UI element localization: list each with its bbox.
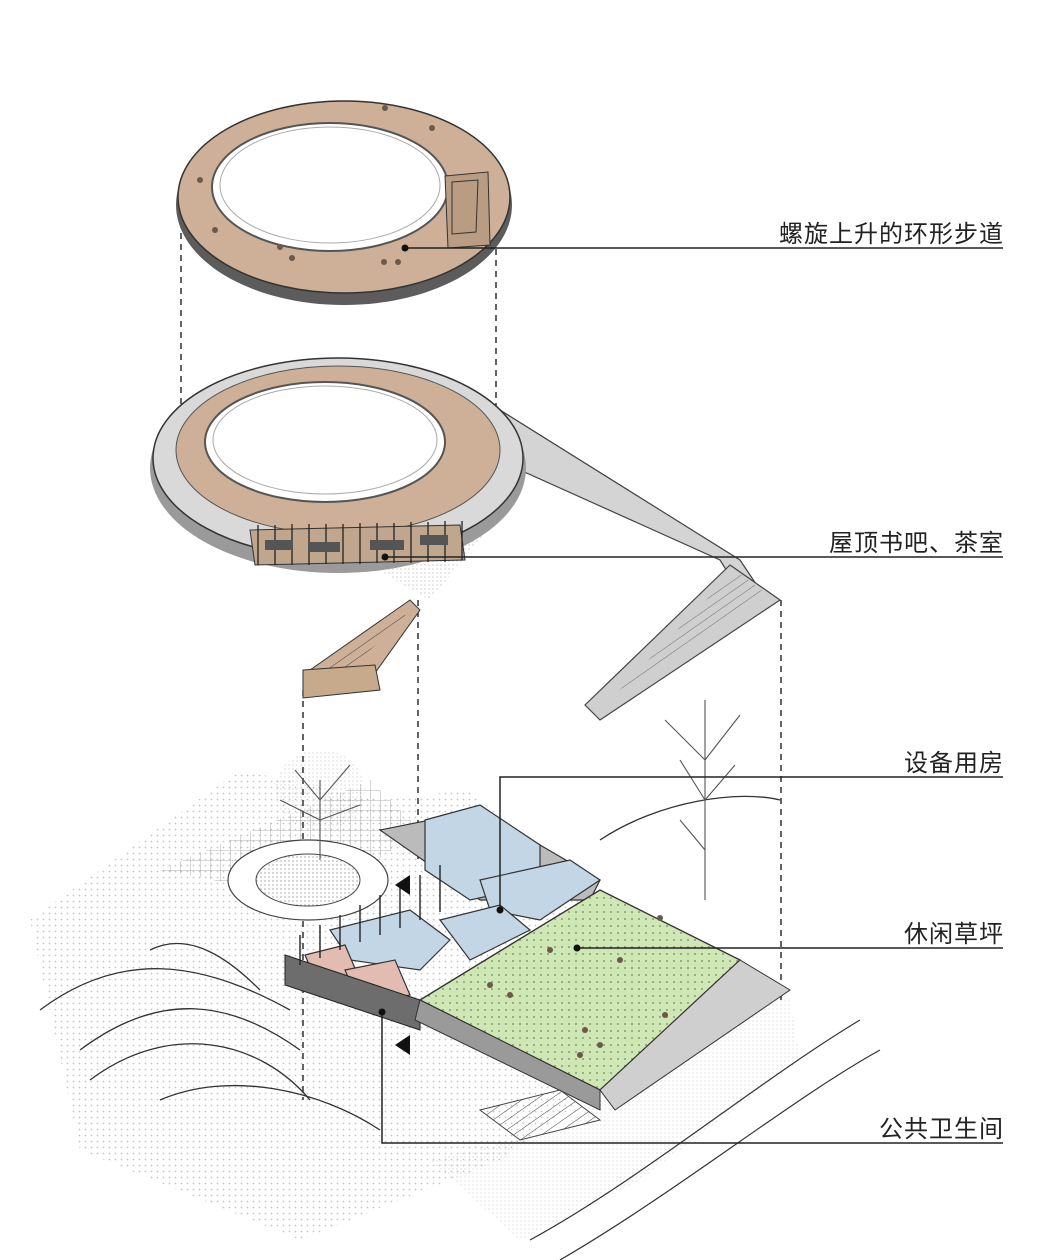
leader-dots bbox=[378, 244, 581, 1016]
leader-equipment-room bbox=[499, 776, 1003, 910]
label-equipment-room: 设备用房 bbox=[904, 749, 1004, 777]
label-roof-bar-teahouse: 屋顶书吧、茶室 bbox=[829, 529, 1004, 557]
middle-ring-roof-level bbox=[150, 357, 782, 721]
ground-site bbox=[30, 700, 881, 1260]
leader-restroom bbox=[381, 1012, 1003, 1144]
label-leisure-lawn: 休闲草坪 bbox=[904, 920, 1004, 948]
label-public-restroom: 公共卫生间 bbox=[879, 1115, 1004, 1143]
label-spiral-walkway: 螺旋上升的环形步道 bbox=[779, 220, 1004, 248]
top-ring-walkway bbox=[176, 100, 512, 305]
leader-lines bbox=[381, 247, 1003, 1144]
